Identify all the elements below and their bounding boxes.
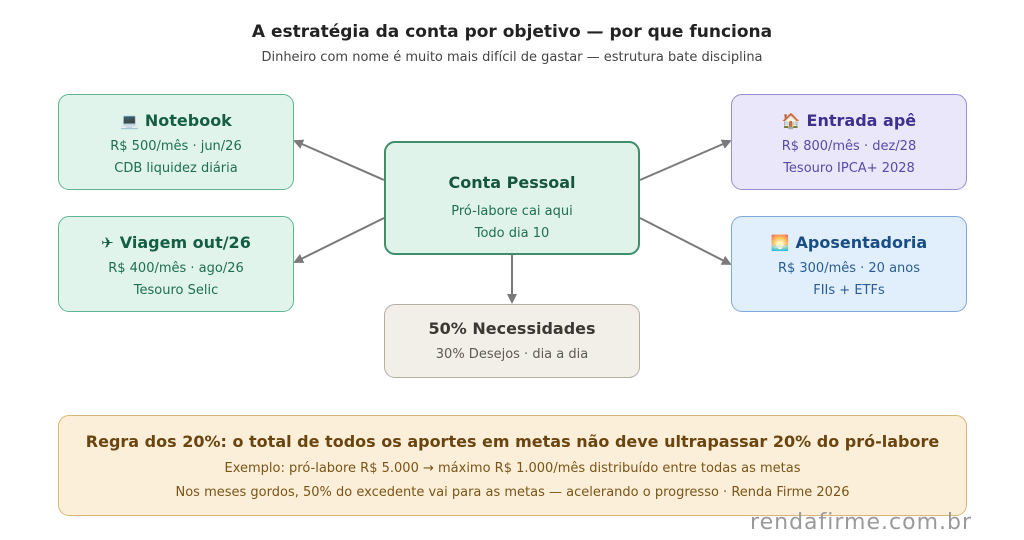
goal-box-notebook: 💻 Notebook R$ 500/mês · jun/26 CDB liquid… <box>58 94 294 190</box>
necessidades-box: 50% Necessidades 30% Desejos · dia a dia <box>384 304 640 378</box>
arrow-to-entrada <box>639 139 732 181</box>
goal-investment: FIIs + ETFs <box>813 283 885 298</box>
laptop-icon: 💻 <box>120 112 139 130</box>
goal-title: Aposentadoria <box>795 233 928 252</box>
rule-example: Exemplo: pró-labore R$ 5.000 → máximo R$… <box>224 461 801 476</box>
goal-amount: R$ 800/mês · dez/28 <box>781 139 917 154</box>
goal-amount: R$ 300/mês · 20 anos <box>777 261 921 276</box>
sunset-icon: 🌅 <box>770 234 790 252</box>
arrow-to-aposentadoria <box>639 217 732 265</box>
center-box-conta-pessoal: Conta Pessoal Pró-labore cai aqui Todo d… <box>384 141 640 255</box>
goal-investment: CDB liquidez diária <box>114 161 238 176</box>
center-title: Conta Pessoal <box>448 173 576 192</box>
goal-box-viagem: ✈ Viagem out/26 R$ 400/mês · ago/26 Tesou… <box>58 216 294 312</box>
goal-amount: R$ 500/mês · jun/26 <box>110 139 242 154</box>
page-title: A estratégia da conta por objetivo — por… <box>251 22 773 42</box>
watermark: rendafirme.com.br <box>750 510 972 535</box>
necessidades-line: 30% Desejos · dia a dia <box>435 347 589 362</box>
arrow-to-viagem <box>293 217 385 263</box>
goal-amount: R$ 400/mês · ago/26 <box>108 261 244 276</box>
rule-box: Regra dos 20%: o total de todos os aport… <box>58 415 967 516</box>
center-line-2: Todo dia 10 <box>474 226 550 241</box>
rule-title: Regra dos 20%: o total de todos os aport… <box>85 432 940 451</box>
center-line-1: Pró-labore cai aqui <box>451 204 573 219</box>
airplane-icon: ✈ <box>101 234 114 252</box>
goal-investment: Tesouro IPCA+ 2028 <box>783 161 915 176</box>
house-icon: 🏠 <box>781 112 801 130</box>
goal-investment: Tesouro Selic <box>133 283 219 298</box>
goal-box-aposentadoria: 🌅 Aposentadoria R$ 300/mês · 20 anos FIIs… <box>731 216 967 312</box>
goal-box-entrada: 🏠 Entrada apê R$ 800/mês · dez/28 Tesouro… <box>731 94 967 190</box>
page-subtitle: Dinheiro com nome é muito mais difícil d… <box>261 50 763 65</box>
necessidades-title: 50% Necessidades <box>428 319 596 338</box>
arrow-to-notebook <box>293 139 385 181</box>
goal-title: Entrada apê <box>806 111 917 130</box>
goal-title: Notebook <box>144 111 232 130</box>
rule-note: Nos meses gordos, 50% do excedente vai p… <box>175 485 850 500</box>
goal-title: Viagem out/26 <box>119 233 251 252</box>
